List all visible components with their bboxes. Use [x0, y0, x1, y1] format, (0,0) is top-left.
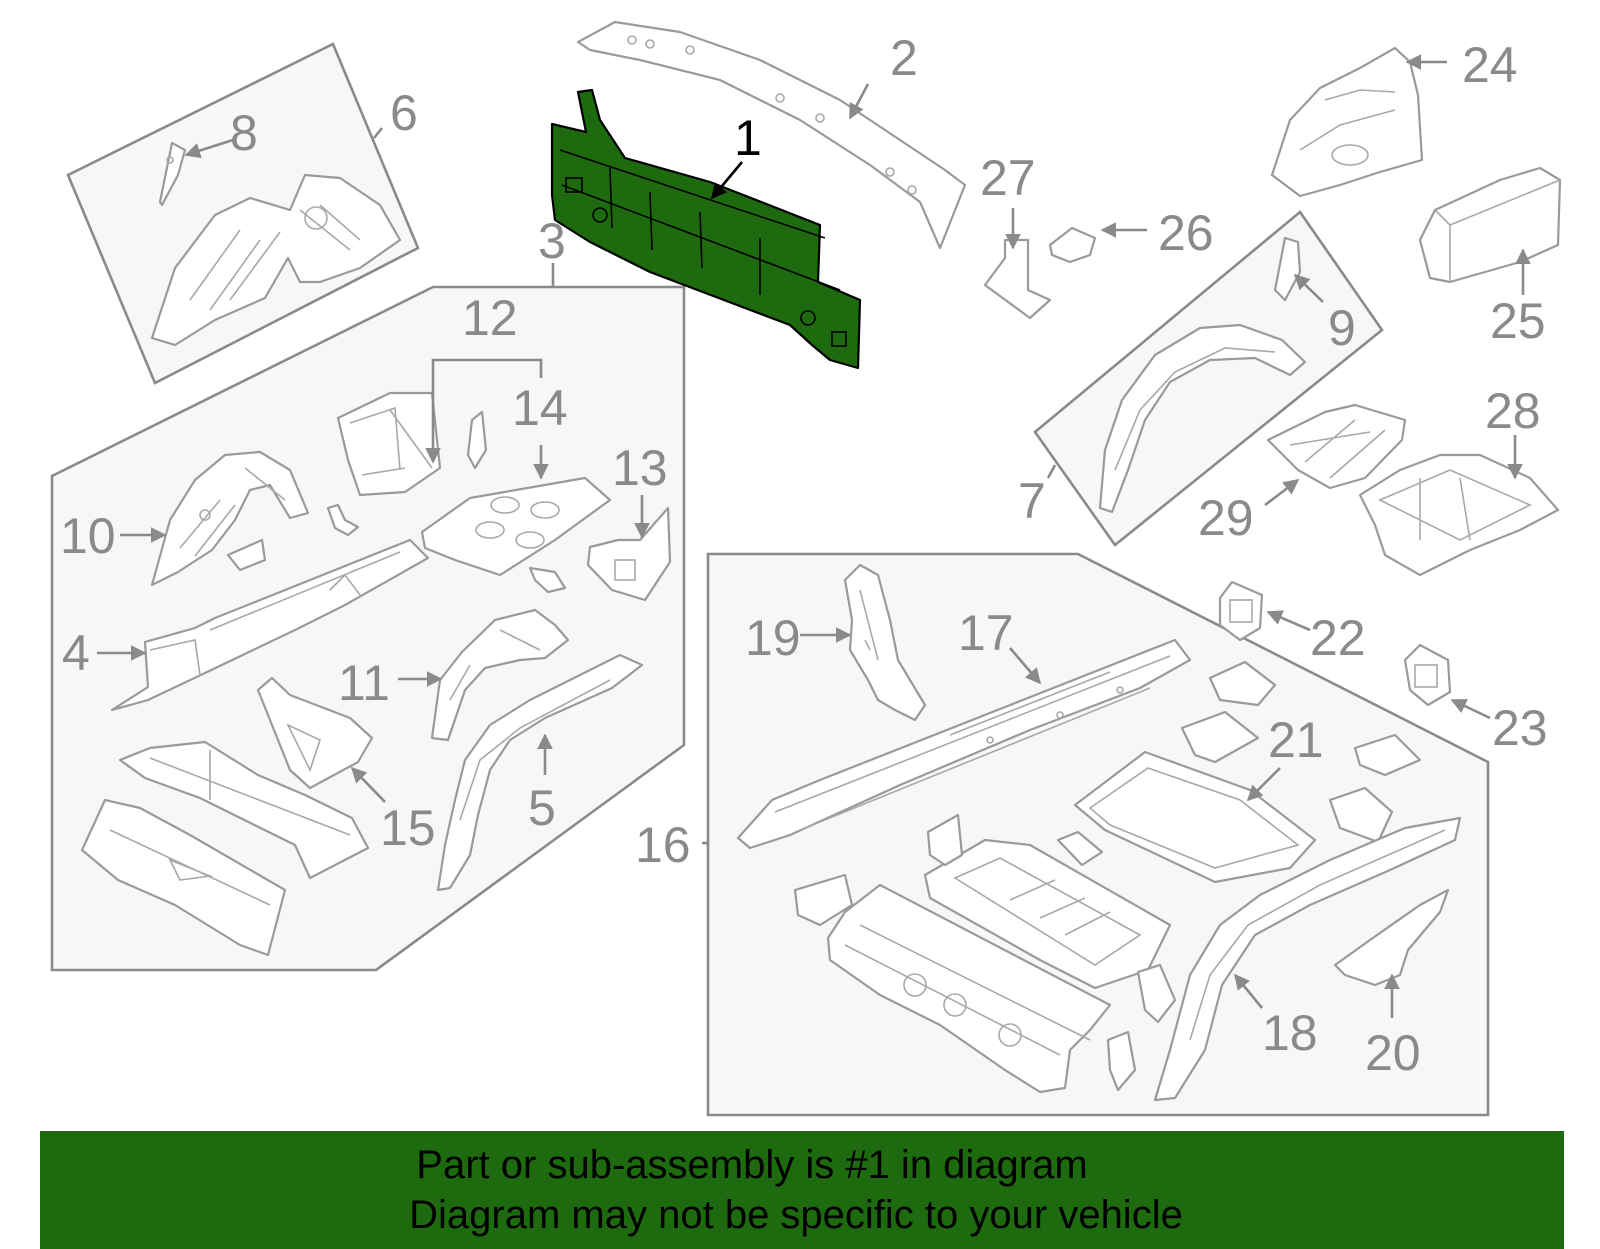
callout-27: 27	[980, 150, 1036, 206]
callout-8: 8	[230, 105, 258, 161]
part-22-23	[1218, 580, 1452, 707]
footer-line-1: Part or sub-assembly is #1 in diagram	[416, 1143, 1088, 1187]
callout-labels: 1 2 3 4 5 6 7 8 9 10 11 12 13 14 15 16 1…	[60, 30, 1548, 1081]
callout-25: 25	[1490, 293, 1546, 349]
callout-12: 12	[462, 290, 518, 346]
callout-26: 26	[1158, 205, 1214, 261]
part-26-27	[983, 226, 1097, 320]
callout-10: 10	[60, 508, 116, 564]
callout-7: 7	[1018, 473, 1046, 529]
part-28-29	[1266, 403, 1560, 577]
callout-15: 15	[380, 800, 436, 856]
callout-18: 18	[1262, 1005, 1318, 1061]
callout-9: 9	[1328, 300, 1356, 356]
callout-4: 4	[62, 625, 90, 681]
callout-28: 28	[1485, 383, 1541, 439]
callout-23: 23	[1492, 700, 1548, 756]
callout-14: 14	[512, 380, 568, 436]
callout-11: 11	[338, 655, 390, 711]
part-2	[576, 20, 967, 250]
callout-22: 22	[1310, 610, 1366, 666]
callout-19: 19	[745, 610, 801, 666]
callout-1: 1	[734, 110, 762, 166]
callout-16: 16	[635, 817, 691, 873]
callout-24: 24	[1462, 37, 1518, 93]
callout-6: 6	[390, 85, 418, 141]
group-box-16	[706, 552, 1490, 1117]
group-box-7	[1033, 210, 1384, 547]
callout-2: 2	[890, 30, 918, 86]
leader-lines	[97, 54, 1531, 1018]
group-box-3	[50, 285, 686, 972]
callout-20: 20	[1365, 1025, 1421, 1081]
callout-17: 17	[958, 605, 1014, 661]
group-box-6	[66, 42, 420, 385]
footer-banner: Part or sub-assembly is #1 in diagram Di…	[40, 1131, 1564, 1249]
callout-21: 21	[1268, 712, 1324, 768]
callout-13: 13	[612, 440, 668, 496]
footer-line-2: Diagram may not be specific to your vehi…	[409, 1193, 1183, 1237]
callout-5: 5	[528, 780, 556, 836]
part-1-highlighted	[550, 88, 862, 370]
callout-3: 3	[538, 213, 566, 269]
callout-29: 29	[1198, 490, 1254, 546]
